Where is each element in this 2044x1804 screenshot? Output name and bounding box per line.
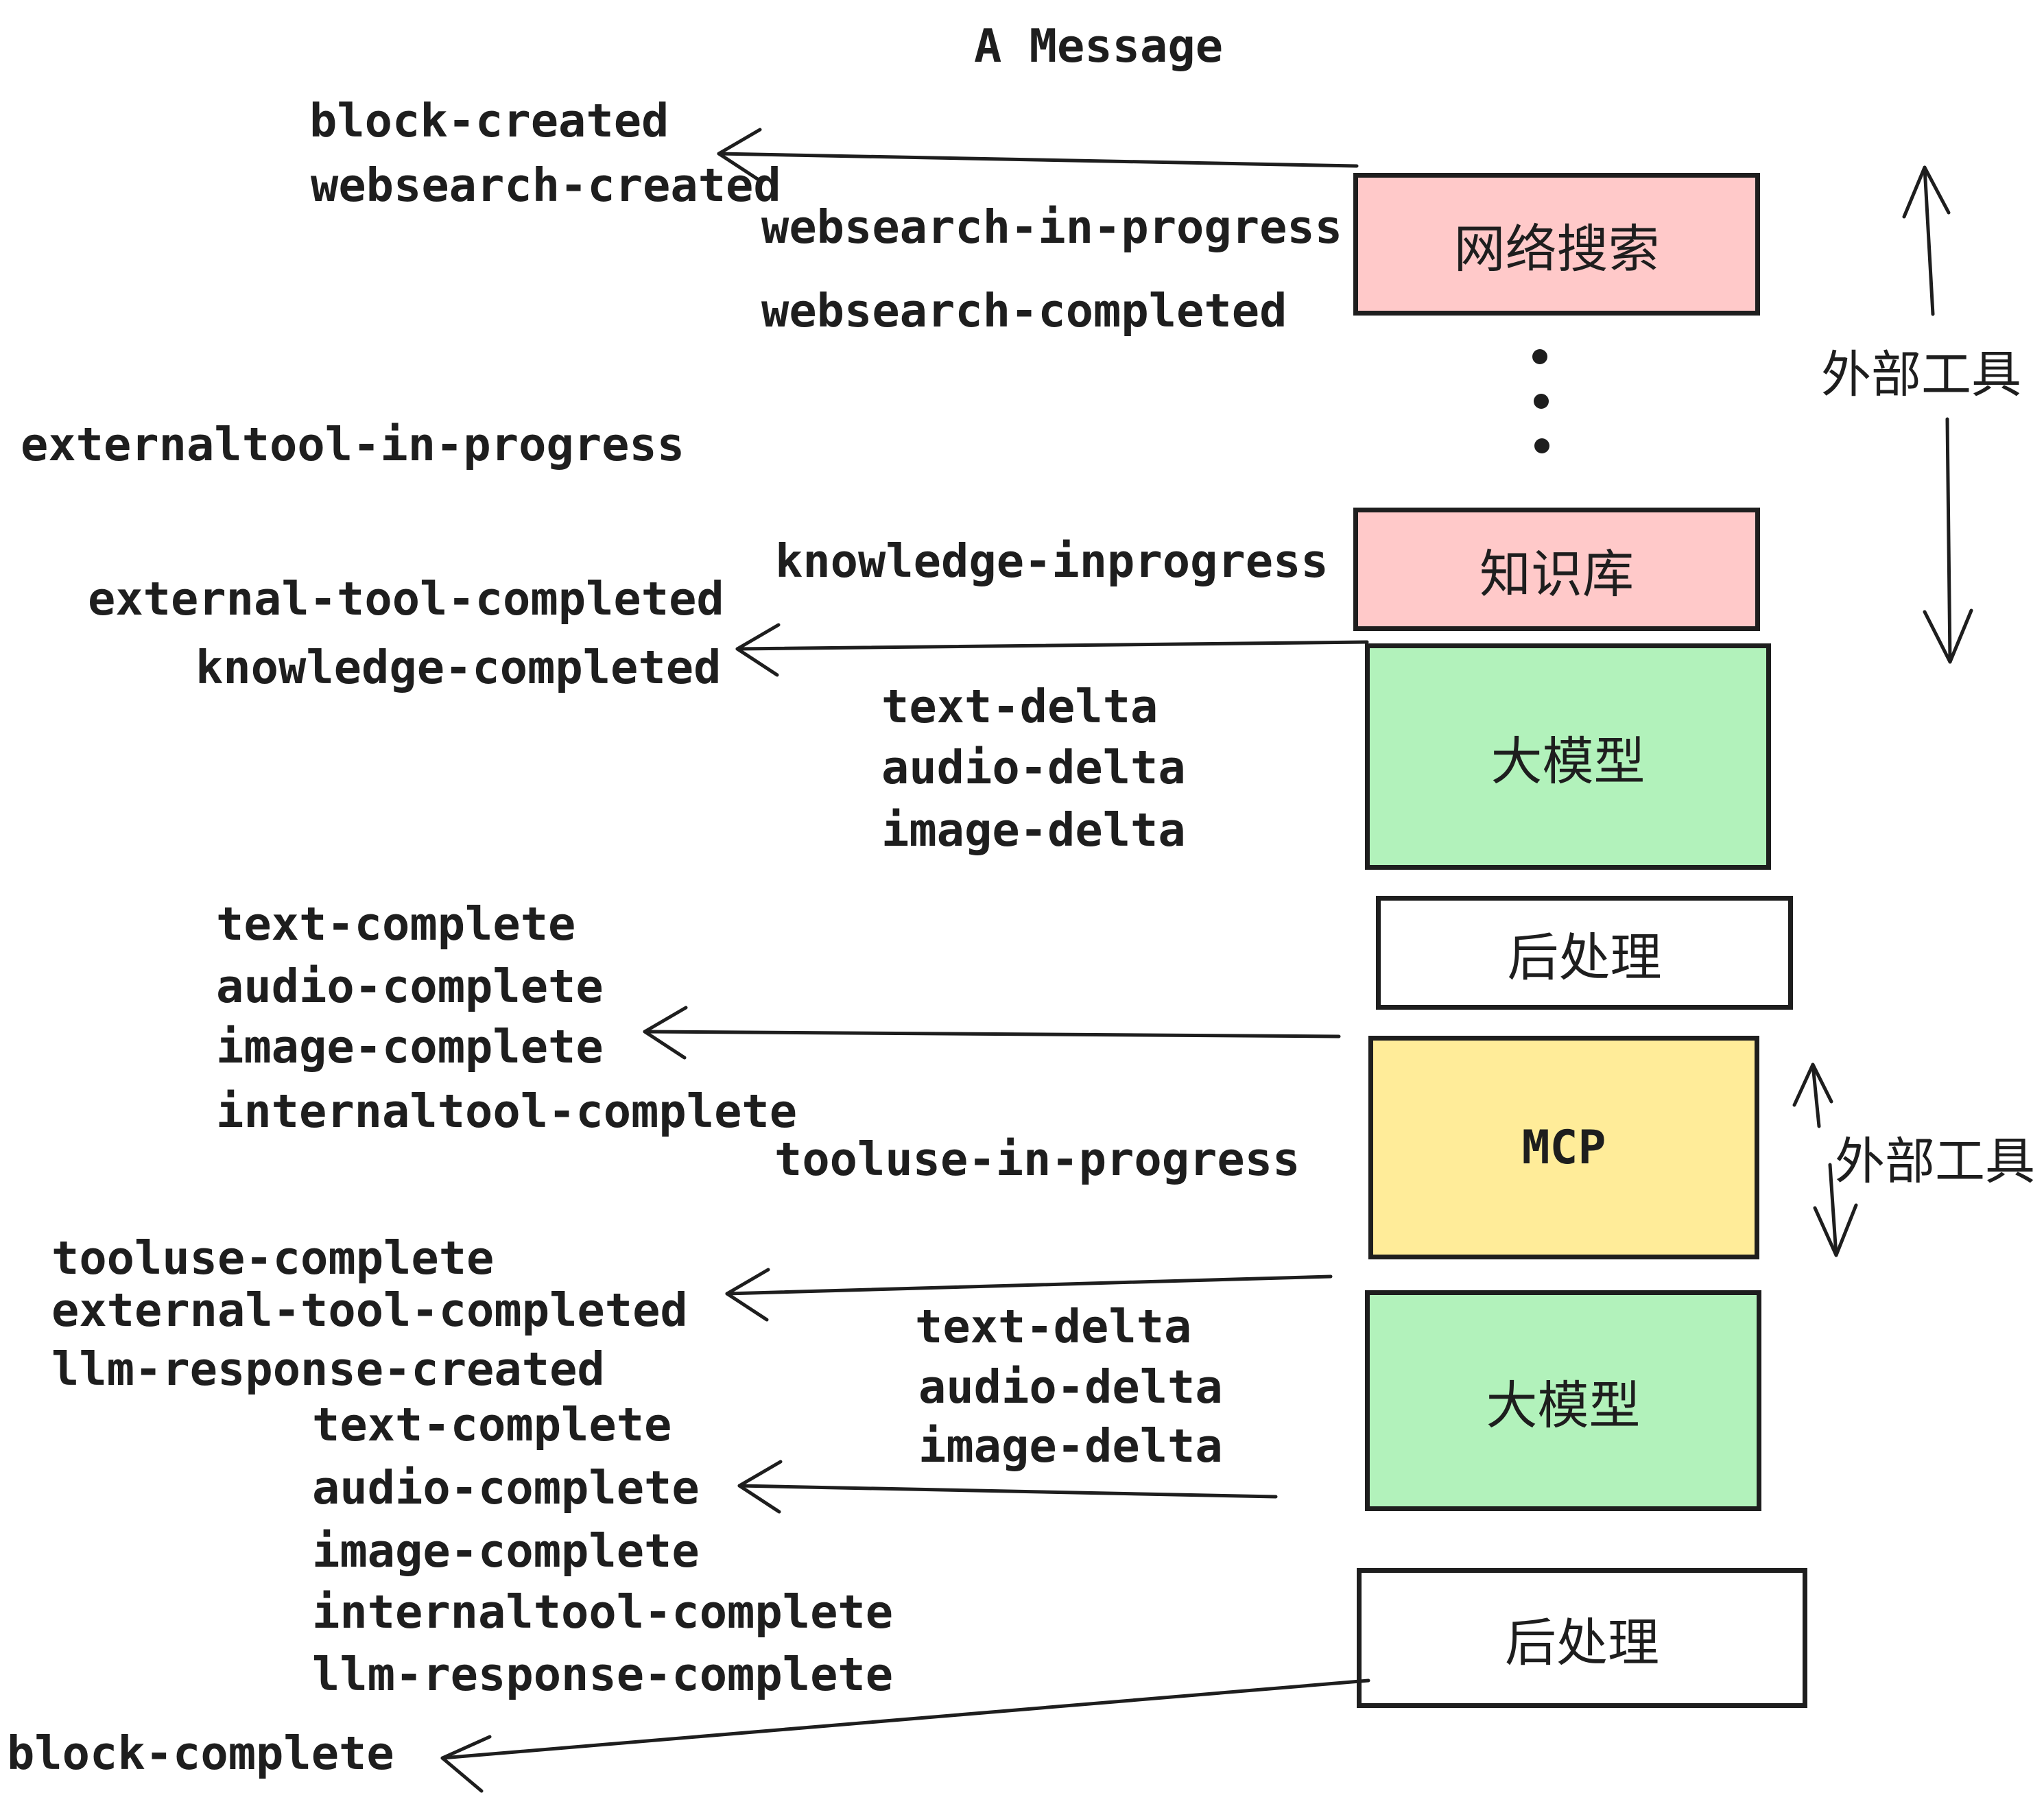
event-label-audio-delta-2: audio-delta [918,1360,1223,1414]
event-label-tooluse-in-progress: tooluse-in-progress [774,1132,1300,1186]
event-label-external-tool-completed: external-tool-completed [88,572,724,626]
event-label-audio-complete-2: audio-complete [312,1461,700,1515]
box-mcp: MCP [1368,1036,1759,1259]
box-llm-1-label: 大模型 [1490,731,1645,792]
box-post-process-2: 后处理 [1357,1568,1807,1708]
box-post-process-1: 后处理 [1376,896,1793,1010]
box-knowledge-base-label: 知识库 [1479,543,1634,604]
arrow-to-image-complete [643,1006,1341,1060]
box-post-process-1-label: 后处理 [1507,927,1662,988]
event-label-externaltool-in-progress: externaltool-in-progress [21,418,685,471]
event-label-llm-response-created: llm-response-created [51,1342,605,1396]
event-label-websearch-created: websearch-created [311,158,781,212]
box-mcp-label: MCP [1521,1120,1606,1175]
event-label-block-complete: block-complete [7,1726,394,1780]
event-label-text-delta: text-delta [881,680,1158,733]
box-web-search-label: 网络搜索 [1453,218,1660,279]
event-label-image-delta-2: image-delta [918,1419,1223,1473]
box-llm-2: 大模型 [1365,1290,1761,1511]
box-llm-1: 大模型 [1365,643,1771,870]
diagram-title: A Message [974,19,1224,73]
event-label-block-created: block-created [309,94,669,147]
event-label-audio-delta: audio-delta [881,741,1186,794]
box-web-search: 网络搜索 [1353,173,1760,316]
event-label-external-tool-completed-2: external-tool-completed [51,1283,688,1337]
arrow-to-knowledge-completed [735,623,1369,677]
event-label-text-delta-2: text-delta [915,1300,1192,1353]
event-label-text-complete: text-complete [216,897,576,951]
event-label-tooluse-complete: tooluse-complete [51,1231,495,1285]
event-label-internaltool-complete: internaltool-complete [216,1084,798,1138]
external-tools-label-top: 外部工具 [1821,346,2021,404]
event-label-image-complete-2: image-complete [312,1524,700,1578]
event-label-llm-response-complete: llm-response-complete [312,1648,894,1701]
event-label-websearch-in-progress: websearch-in-progress [761,200,1343,254]
event-label-knowledge-inprogress: knowledge-inprogress [775,534,1329,588]
event-label-image-complete: image-complete [216,1020,604,1073]
event-label-text-complete-2: text-complete [312,1398,672,1451]
external-tools-up-arrow-2 [1792,1063,1833,1128]
event-label-websearch-completed: websearch-completed [761,284,1287,337]
external-tools-up-arrow-1 [1902,165,1951,316]
external-tools-down-arrow-1 [1923,417,1973,664]
box-knowledge-base: 知识库 [1353,508,1760,631]
box-post-process-2-label: 后处理 [1504,1612,1659,1673]
box-llm-2-label: 大模型 [1486,1375,1641,1436]
arrow-to-block-created [717,128,1359,182]
event-label-knowledge-completed: knowledge-completed [195,641,722,694]
external-tools-label-bottom: 外部工具 [1835,1132,2035,1191]
event-label-audio-complete: audio-complete [216,960,604,1013]
event-label-image-delta: image-delta [881,803,1186,857]
event-label-internaltool-complete-2: internaltool-complete [312,1585,894,1639]
vertical-ellipsis [1532,349,1549,453]
